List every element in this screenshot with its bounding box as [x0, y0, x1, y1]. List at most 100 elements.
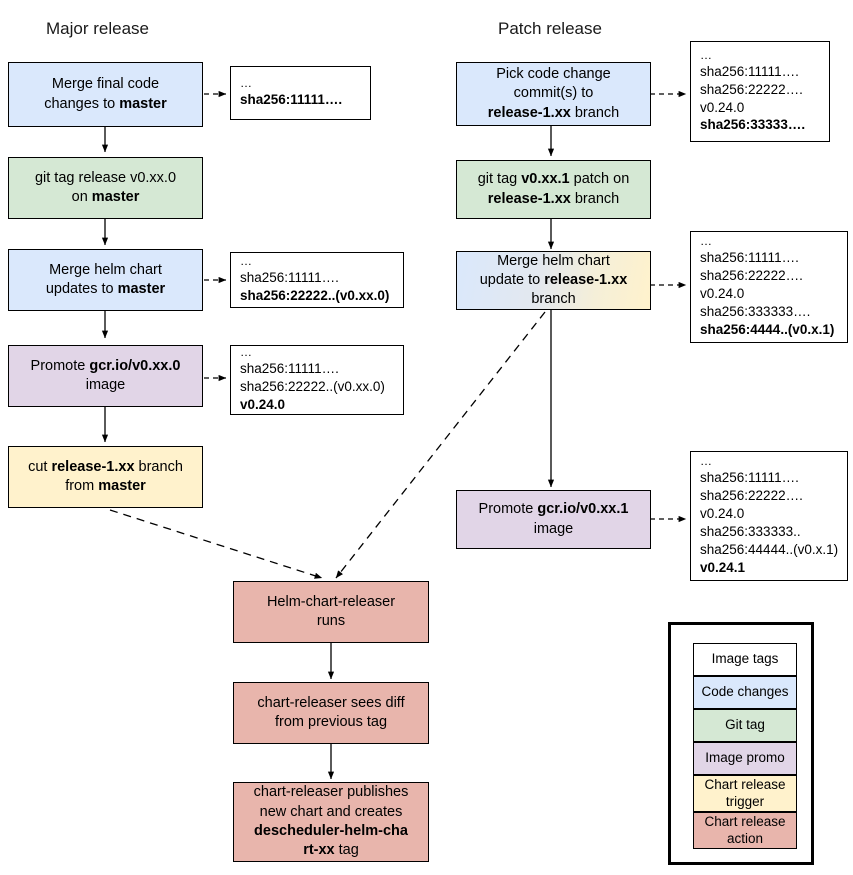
node-label-line: branch	[531, 291, 576, 308]
note-line: …	[240, 254, 254, 269]
node-git-tag-release[interactable]: git tag release v0.xx.0 on master	[8, 157, 203, 219]
node-chart-releaser-publishes[interactable]: chart-releaser publishes new chart and cr…	[233, 782, 429, 862]
node-label-line: Promote gcr.io/v0.xx.1	[478, 501, 629, 518]
note-line: sha256:11111….	[700, 470, 799, 486]
node-label-line: Promote gcr.io/v0.xx.0	[30, 357, 181, 374]
note-line: sha256:4444..(v0.x.1)	[700, 321, 835, 337]
legend-label: Image tags	[711, 651, 779, 667]
node-chart-releaser-sees-diff[interactable]: chart-releaser sees diff from previous ta…	[233, 682, 429, 744]
node-label: Merge helm chart update to release-1.xx br…	[463, 252, 644, 310]
node-label: Pick code change commit(s) to release-1.xx…	[463, 65, 644, 123]
node-label: Promote gcr.io/v0.xx.1 image	[463, 500, 644, 539]
legend-item-image-promo: Image promo	[693, 742, 797, 775]
node-label-line: git tag release v0.xx.0	[34, 169, 177, 186]
node-pick-code-change[interactable]: Pick code change commit(s) to release-1.xx…	[456, 62, 651, 126]
note-line: sha256:11111….	[240, 361, 339, 377]
node-label-line: commit(s) to	[513, 85, 594, 102]
node-label: Merge final code changes to master	[15, 75, 196, 114]
node-label-line: changes to master	[44, 95, 167, 112]
note-line: v0.24.0	[240, 396, 286, 412]
legend-item-chart-release-trigger: Chart release trigger	[693, 775, 797, 812]
note-line: sha256:22222….	[700, 81, 803, 97]
node-label-line: image	[85, 377, 126, 393]
node-label-line: on master	[71, 189, 140, 205]
node-label-line: cut release-1.xx branch	[28, 458, 183, 475]
note-line: sha256:11111….	[240, 270, 339, 286]
node-label-line: new chart and creates	[259, 803, 403, 820]
node-merge-helm-chart-release-branch[interactable]: Merge helm chart update to release-1.xx br…	[456, 251, 651, 310]
note-major-3: …sha256:11111…. sha256:22222..(v0.xx.0)v0…	[230, 345, 404, 415]
node-label: chart-releaser publishes new chart and cr…	[240, 783, 422, 860]
node-label-line: Helm-chart-releaser	[266, 593, 396, 610]
node-label-line: from master	[65, 478, 146, 494]
note-line: sha256:11111….	[700, 250, 799, 266]
note-line: sha256:44444..(v0.x.1)	[700, 541, 839, 557]
column-title-major-release: Major release	[46, 19, 149, 38]
node-label-line: chart-releaser publishes	[253, 784, 409, 801]
node-label-line: descheduler-helm-cha	[254, 823, 408, 839]
note-line: v0.24.0	[700, 506, 745, 522]
note-major-2: …sha256:11111…. sha256:22222..(v0.xx.0)	[230, 252, 404, 308]
node-label: Helm-chart-releaser runs	[240, 593, 422, 632]
note-line: sha256:22222….	[700, 488, 803, 504]
node-label-line: from previous tag	[274, 714, 388, 730]
legend-item-image-tags: Image tags	[693, 643, 797, 676]
note-line: sha256:22222..(v0.xx.0)	[240, 379, 385, 395]
node-cut-release-branch[interactable]: cut release-1.xx branch from master	[8, 446, 203, 508]
node-label-line: release-1.xx branch	[487, 104, 620, 121]
node-label-line: update to release-1.xx	[479, 271, 628, 288]
note-line: sha256:33333….	[700, 117, 806, 133]
node-promote-image-major[interactable]: Promote gcr.io/v0.xx.0 image	[8, 345, 203, 407]
node-label-line: Merge helm chart	[497, 252, 610, 269]
node-merge-final-code[interactable]: Merge final code changes to master	[8, 62, 203, 127]
node-label-line: git tag v0.xx.1 patch on	[477, 171, 630, 188]
node-helm-chart-releaser-runs[interactable]: Helm-chart-releaser runs	[233, 581, 429, 643]
node-label-line: image	[533, 520, 574, 537]
legend-label: Code changes	[701, 684, 789, 700]
note-line: sha256:22222….	[700, 268, 803, 284]
note-line: …	[240, 345, 254, 360]
legend-panel: Image tags Code changes Git tag Image pr…	[668, 622, 814, 865]
node-label-line: Merge helm chart	[49, 261, 162, 278]
node-label: git tag v0.xx.1 patch on release-1.xx bra…	[463, 170, 644, 209]
note-line: sha256:333333….	[700, 303, 811, 319]
legend-label: Chart release action	[704, 813, 786, 846]
note-line: v0.24.0	[700, 286, 745, 302]
node-label-line: runs	[316, 613, 346, 629]
legend-label: Image promo	[705, 750, 785, 766]
note-patch-3: …sha256:11111…. sha256:22222…. v0.24.0 sha2…	[690, 451, 848, 581]
note-line: …	[700, 454, 714, 469]
dashed-arrow-cutbranch-to-releaser	[109, 509, 323, 579]
legend-item-code-changes: Code changes	[693, 676, 797, 709]
node-promote-image-patch[interactable]: Promote gcr.io/v0.xx.1 image	[456, 490, 651, 549]
note-patch-1: …sha256:11111…. sha256:22222…. v0.24.0 sha2…	[690, 41, 830, 142]
note-line: v0.24.0	[700, 99, 745, 115]
note-line: …	[700, 234, 714, 249]
node-label-line: chart-releaser sees diff	[257, 694, 405, 711]
node-label-line: release-1.xx branch	[487, 190, 620, 207]
node-label-line: Merge final code	[51, 76, 160, 93]
note-line: sha256:22222..(v0.xx.0)	[240, 288, 390, 303]
legend-item-git-tag: Git tag	[693, 709, 797, 742]
legend-label: Git tag	[725, 717, 765, 733]
note-line: sha256:11111….	[240, 92, 343, 108]
note-line: …	[240, 76, 254, 91]
note-line: sha256:333333..	[700, 524, 801, 539]
node-label: chart-releaser sees diff from previous ta…	[240, 694, 422, 733]
legend-label: Chart release trigger	[704, 776, 786, 809]
node-label: Promote gcr.io/v0.xx.0 image	[15, 357, 196, 396]
node-label-line: rt-xx tag	[303, 842, 359, 859]
note-line: …	[700, 47, 714, 62]
note-line: sha256:11111….	[700, 63, 799, 79]
node-label: git tag release v0.xx.0 on master	[15, 169, 196, 208]
legend-item-chart-release-action: Chart release action	[693, 812, 797, 849]
node-git-tag-patch[interactable]: git tag v0.xx.1 patch on release-1.xx bra…	[456, 160, 651, 219]
note-major-1: …sha256:11111….	[230, 66, 371, 120]
node-label: cut release-1.xx branch from master	[15, 458, 196, 497]
note-line: v0.24.1	[700, 559, 746, 575]
node-label-line: Pick code change	[496, 66, 611, 83]
